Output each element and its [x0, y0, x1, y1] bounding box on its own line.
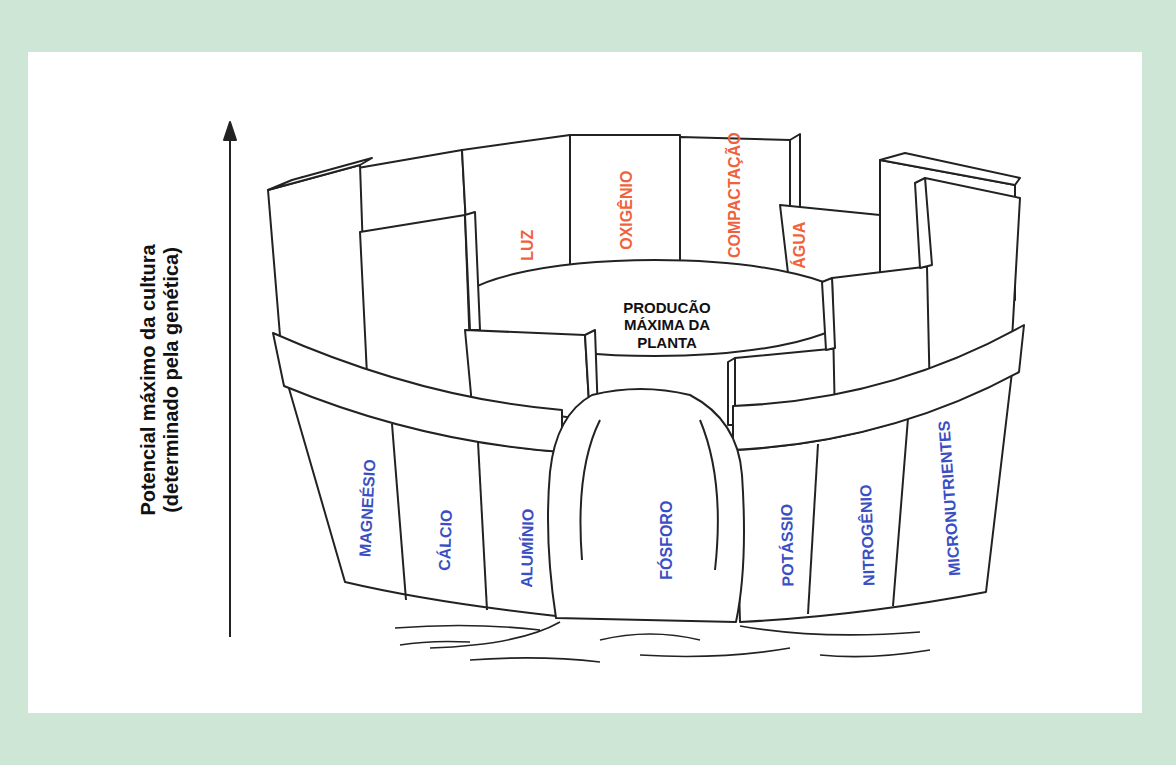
stave-label: MICRONUTRIENTES	[933, 388, 967, 609]
axis-label: Potencial máximo da cultura (determinado…	[137, 215, 183, 545]
water-splash	[395, 622, 930, 662]
stave-edge	[915, 178, 932, 268]
stave-label: FÓSFORO	[658, 440, 676, 640]
center-label: PRODUCÃO MÁXIMA DA PLANTA	[600, 299, 735, 351]
stave-divider	[893, 418, 908, 606]
stave-edge	[268, 158, 372, 190]
water-spout	[548, 389, 744, 622]
water-stream	[580, 420, 717, 570]
stave-edge	[465, 212, 480, 330]
stave-label: ALUMÍNIO	[517, 448, 539, 648]
axis-arrowhead	[224, 122, 236, 140]
stave-label: CÁLCIO	[433, 440, 458, 641]
stave-label: LUZ	[519, 145, 537, 345]
stave-label: NITROGÊNIO	[855, 435, 880, 636]
stave-divider	[808, 444, 818, 614]
barrel-hoop	[733, 325, 1024, 450]
axis-line	[229, 138, 231, 637]
stave-divider	[478, 442, 487, 610]
stave-label: MAGNEÉSIO	[354, 408, 383, 609]
stave-edge	[790, 134, 800, 212]
stave-label: OXIGÊNIO	[618, 110, 636, 310]
stave-label: COMPACTAÇÃO	[726, 85, 744, 305]
stave-divider	[392, 424, 406, 600]
stave-label: ÁGUA	[791, 145, 809, 345]
stave-label: POTÁSSIO	[777, 445, 799, 645]
stave-edge	[880, 153, 1020, 185]
barrel-hoop	[273, 333, 562, 452]
stave-edge	[822, 278, 835, 350]
